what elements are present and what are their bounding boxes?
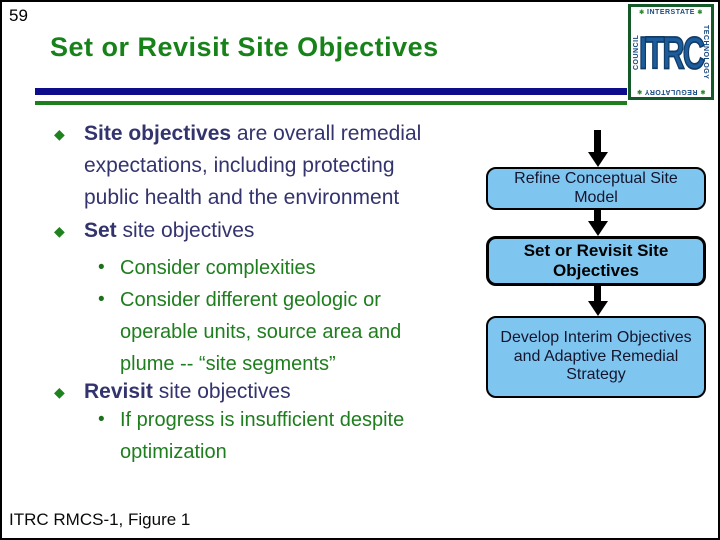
bullet-text: Revisit site objectives [84,380,291,403]
star-icon: ✱ [699,88,706,94]
flow-box-set-revisit-objectives: Set or Revisit Site Objectives [486,236,706,286]
bullet-revisit-site-objectives: ◆ Revisit site objectives [54,376,489,408]
title-underline-green [35,101,627,105]
bullet-site-objectives: ◆ Site objectives are overall remedial e… [54,118,489,214]
logo-itrc-wordmark: ITRC [638,27,706,79]
flow-arrow-down-icon [588,301,608,316]
sub-bullet-text: Consider different geologic or operable … [120,289,402,375]
bullet-text: Site objectives are overall remedial exp… [84,122,422,209]
dot-bullet-icon: • [98,257,105,278]
diamond-bullet-icon: ◆ [54,223,65,239]
sub-bullet-text: Consider complexities [120,257,316,279]
diamond-bullet-icon: ◆ [54,126,65,142]
slide-number: 59 [9,6,28,25]
logo-top-label: ✱ INTERSTATE ✱ [639,9,703,16]
dot-bullet-icon: • [98,409,105,430]
star-icon: ✱ [636,88,643,94]
flow-box-develop-interim-objectives: Develop Interim Objectives and Adaptive … [486,316,706,398]
flow-arrow-shaft [594,210,601,223]
sub-bullet-text: If progress is insufficient despite opti… [120,409,405,463]
sub-bullet-consider-complexities: • Consider complexities [98,252,498,284]
title-underline-navy [35,88,627,95]
footer-citation: ITRC RMCS-1, Figure 1 [9,510,191,529]
flow-arrow-down-icon [588,152,608,167]
bullet-set-site-objectives: ◆ Set site objectives [54,215,489,247]
star-icon: ✱ [639,10,645,16]
star-icon: ✱ [697,10,703,16]
logo-bottom-label: ✱ REGULATORY ✱ [636,88,706,95]
flow-arrow-shaft [594,286,601,303]
page-title: Set or Revisit Site Objectives [50,32,439,62]
flow-arrow-shaft [594,130,601,153]
diamond-bullet-icon: ◆ [54,384,65,400]
bullet-text: Set site objectives [84,219,255,242]
sub-bullet-insufficient-progress: • If progress is insufficient despite op… [98,404,498,468]
itrc-logo: ✱ INTERSTATE ✱ ✱ REGULATORY ✱ COUNCIL TE… [628,4,714,100]
flow-arrow-down-icon [588,221,608,236]
dot-bullet-icon: • [98,289,105,310]
sub-bullet-geologic-units: • Consider different geologic or operabl… [98,284,498,380]
flow-box-refine-csm: Refine Conceptual Site Model [486,167,706,210]
logo-right-label: TECHNOLOGY [702,24,709,80]
